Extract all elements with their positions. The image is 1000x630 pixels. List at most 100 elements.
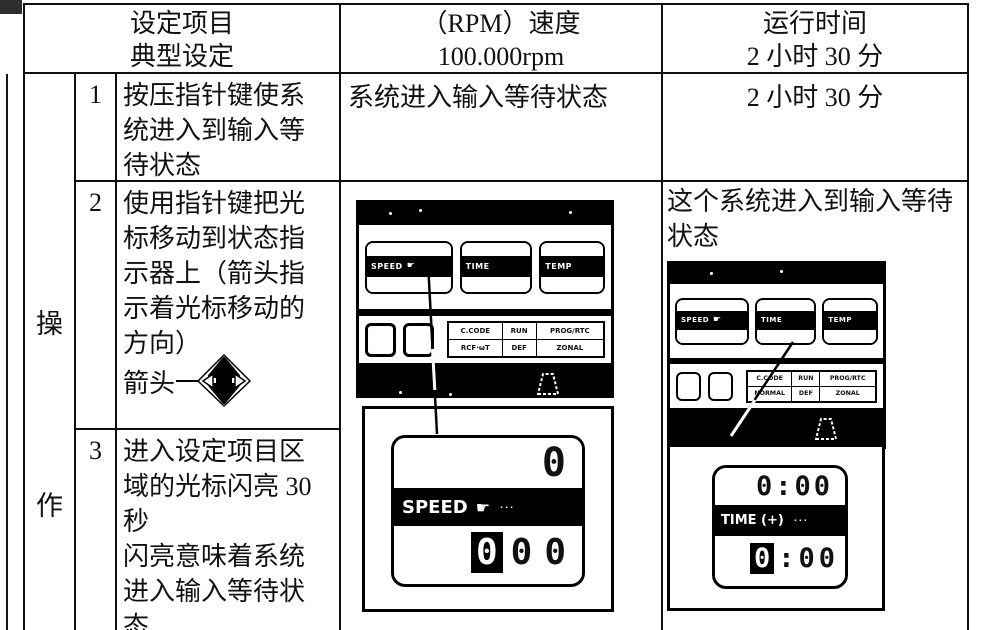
temp-module-label: TEMP xyxy=(541,255,603,277)
side-label-top: 操 xyxy=(36,309,63,339)
time-display-set-value: 0:00 xyxy=(715,468,845,505)
hand-pointer-icon: ☛ xyxy=(713,315,722,325)
panel-divider-strip xyxy=(359,309,611,316)
key-zonal: ZONAL xyxy=(835,390,860,397)
table-border-colA xyxy=(74,72,76,630)
panel-key-button xyxy=(403,322,434,357)
speed-display-set-value: 0 xyxy=(394,438,582,488)
speed-detail-box: 0 SPEED ☛ ··· 0 00 xyxy=(362,406,614,612)
panel-key-button xyxy=(365,322,396,357)
step-1-number: 1 xyxy=(89,80,102,109)
key-normal: NORMAL xyxy=(748,386,793,401)
time-module-label: TIME xyxy=(461,255,531,277)
key-def: DEF xyxy=(792,386,821,401)
table-border-left xyxy=(23,3,25,630)
speed-display-entry-value: 0 00 xyxy=(394,526,582,578)
speed-display-cursor-digit: 0 xyxy=(470,531,503,573)
panel-bottom-bar xyxy=(670,408,883,446)
time-note: 这个系统进入到输入等待 状态 xyxy=(667,187,954,251)
panel-mode-key-grid: C.CODE RUN PROG/RTC RCF·ωT DEF ZONAL xyxy=(447,321,605,358)
scan-speck xyxy=(780,270,783,273)
scan-artifact-margin-line xyxy=(6,74,8,630)
time-module-text: TIME xyxy=(465,261,490,271)
panel-key-button xyxy=(708,371,733,401)
table-border-header-bottom xyxy=(23,72,969,74)
key-zonal: ZONAL xyxy=(556,344,584,352)
table-border-row2-bottom xyxy=(74,428,341,430)
scan-artifact-blob xyxy=(0,0,22,14)
temp-module-text: TEMP xyxy=(828,316,853,324)
step-2-number: 2 xyxy=(89,188,102,217)
time-display-cursor-digit: 0 xyxy=(749,542,775,574)
key-ccode: C.CODE xyxy=(449,323,503,339)
step-1-description: 按压指针键使系 统进入到输入等 待状态 xyxy=(123,81,306,180)
scan-speck xyxy=(449,393,452,396)
scan-speck xyxy=(710,272,713,275)
table-border-colB xyxy=(115,72,117,630)
time-module: TIME xyxy=(459,240,533,294)
time-display: 0:00 TIME (+) ··· 0 :00 xyxy=(712,465,848,589)
panel-key-area: C.CODE RUN PROG/RTC NORMAL DEF ZONAL xyxy=(670,364,883,408)
speed-module-text: SPEED xyxy=(371,261,403,271)
key-rcf: RCF·ωT xyxy=(449,340,503,356)
time-display-label: TIME (+) xyxy=(721,513,784,528)
time-display-unit-marks: ··· xyxy=(793,516,809,525)
hand-pointer-icon: ☛ xyxy=(406,261,416,271)
step-3-description: 进入设定项目区 域的光标闪亮 30 秒 闪亮意味着系统 进入输入等待状 态 xyxy=(123,437,312,630)
header-run-time: 运行时间 2 小时 30 分 xyxy=(746,9,884,71)
panel-top-bar xyxy=(670,264,883,284)
speed-display-label: SPEED xyxy=(402,496,468,518)
speed-module-label: SPEED ☛ xyxy=(677,310,747,330)
scan-speck xyxy=(569,211,572,214)
key-run: RUN xyxy=(792,371,821,386)
temp-module-label: TEMP xyxy=(824,310,877,330)
time-display-label-bar: TIME (+) ··· xyxy=(715,505,845,536)
panel-display-modules: SPEED ☛ TIME TEMP xyxy=(359,225,611,309)
temp-module: TEMP xyxy=(539,240,605,294)
scan-speck xyxy=(389,212,392,215)
key-ccode: C.CODE xyxy=(748,371,793,386)
step-1-time-result: 2 小时 30 分 xyxy=(746,83,884,112)
scan-speck xyxy=(419,209,422,212)
scan-speck xyxy=(399,391,402,394)
key-run: RUN xyxy=(503,323,537,339)
panel-display-modules: SPEED ☛ TIME TEMP xyxy=(670,284,883,358)
key-prog-rtc: PROG/RTC xyxy=(829,375,866,382)
header-setting-item: 设定项目 典型设定 xyxy=(129,9,234,71)
side-label-bottom: 作 xyxy=(36,491,63,521)
table-border-colC xyxy=(339,3,341,630)
table-border-row1-bottom xyxy=(74,180,969,182)
speed-module: SPEED ☛ xyxy=(675,297,749,345)
key-prog-rtc: PROG/RTC xyxy=(549,327,590,335)
table-border-colD xyxy=(661,3,663,630)
time-module: TIME xyxy=(755,297,817,345)
speed-panel-illustration: SPEED ☛ TIME TEMP xyxy=(356,200,614,398)
arrow-label: 箭头 xyxy=(123,369,176,398)
table-border-right xyxy=(967,3,969,630)
time-module-text: TIME xyxy=(761,316,783,324)
step-3-number: 3 xyxy=(89,436,102,465)
speed-module-label: SPEED ☛ xyxy=(367,255,451,277)
key-def: DEF xyxy=(503,340,537,356)
speed-display-label-bar: SPEED ☛ ··· xyxy=(394,488,582,526)
lid-icon xyxy=(814,418,838,440)
temp-module: TEMP xyxy=(822,297,879,345)
step-2-description: 使用指针键把光 标移动到状态指 示器上（箭头指 示着光标移动的 方向） xyxy=(123,189,306,358)
header-rpm-speed: （RPM）速度 100.000rpm xyxy=(421,9,581,71)
table-border-top xyxy=(23,3,969,5)
time-module-label: TIME xyxy=(757,310,815,330)
time-panel-illustration: SPEED ☛ TIME TEMP xyxy=(667,261,886,449)
panel-mode-key-grid: C.CODE RUN PROG/RTC NORMAL DEF ZONAL xyxy=(746,369,877,403)
speed-display: 0 SPEED ☛ ··· 0 00 xyxy=(391,435,585,587)
panel-bottom-bar xyxy=(359,363,611,396)
panel-key-button xyxy=(676,371,701,401)
speed-module-text: SPEED xyxy=(681,316,710,324)
panel-top-bar xyxy=(359,203,611,225)
temp-module-text: TEMP xyxy=(545,261,573,271)
speed-display-unit-marks: ··· xyxy=(500,502,516,512)
time-detail-box: 0:00 TIME (+) ··· 0 :00 xyxy=(667,444,885,611)
time-display-rest-digits: :00 xyxy=(778,542,839,574)
hand-pointer-icon: ☛ xyxy=(475,497,491,517)
lid-icon xyxy=(536,373,559,395)
